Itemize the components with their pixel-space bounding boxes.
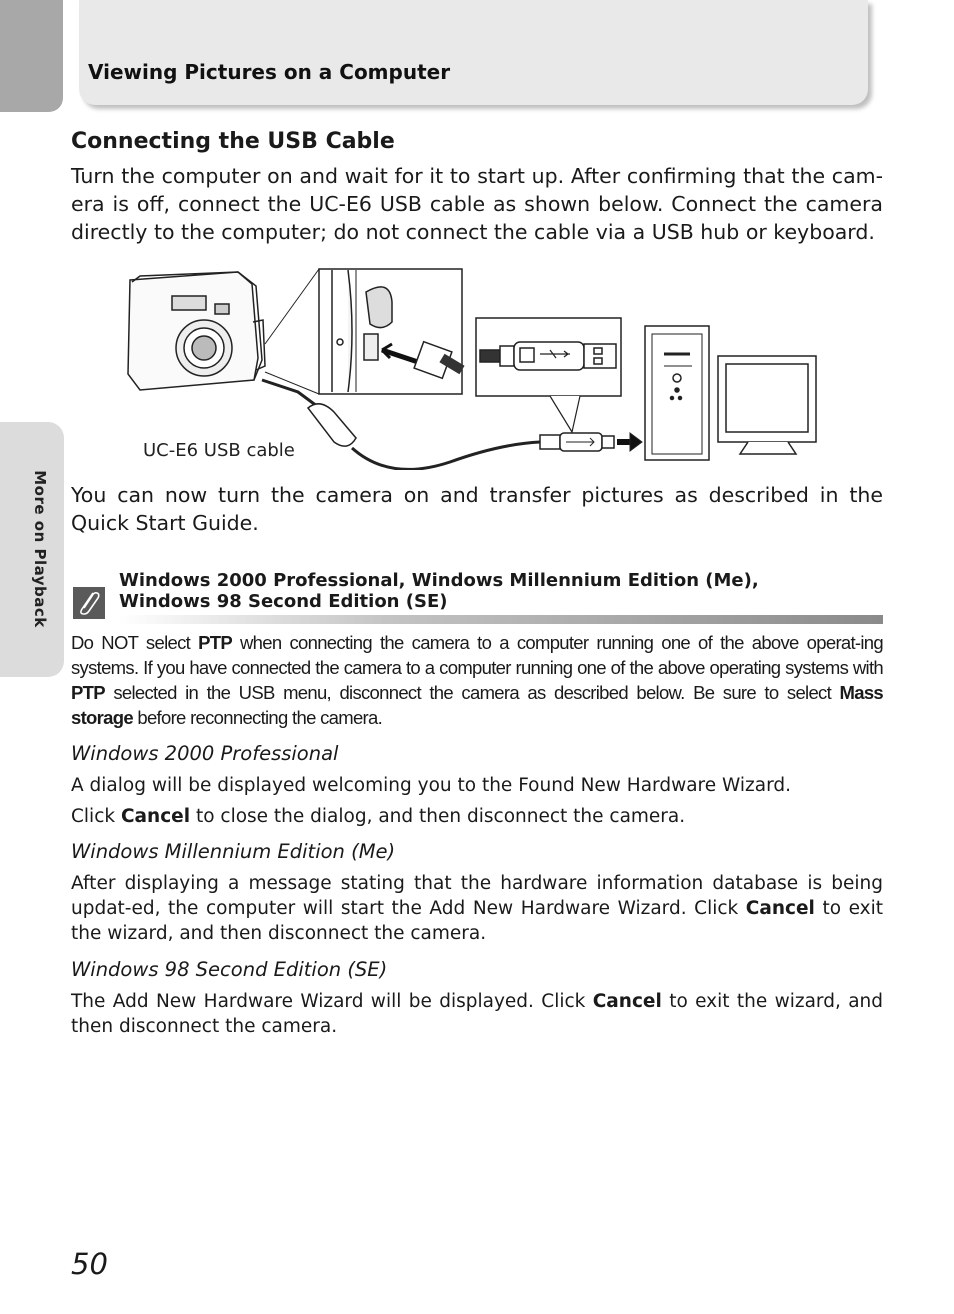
figure-caption: UC-E6 USB cable: [143, 440, 295, 461]
usb-cable: [261, 378, 643, 470]
corner-tab: [0, 0, 63, 112]
note-title-line1: Windows 2000 Professional, Windows Mille…: [119, 570, 759, 591]
after-figure-paragraph: You can now turn the camera on and trans…: [71, 483, 883, 535]
page-number: 50: [71, 1247, 108, 1281]
win98-body: The Add New Hardware Wizard will be disp…: [71, 991, 884, 1037]
computer-tower-icon: [644, 325, 710, 461]
monitor-icon: [717, 355, 817, 455]
note-divider: [119, 615, 883, 624]
section-title: Connecting the USB Cable: [71, 129, 395, 154]
intro-paragraph: Turn the computer on and wait for it to …: [71, 164, 883, 244]
note-title-line2: Windows 98 Second Edition (SE): [119, 591, 448, 612]
win98-heading: Windows 98 Second Edition (SE): [71, 958, 388, 981]
port-closeup: [318, 268, 465, 395]
win2000-line1: A dialog will be displayed welcoming you…: [71, 775, 791, 796]
camera-icon: [127, 271, 266, 391]
winme-body: After displaying a message stating that …: [71, 873, 883, 944]
winme-heading: Windows Millennium Edition (Me): [71, 840, 396, 863]
win2000-line2: Click Cancel to close the dialog, and th…: [71, 806, 686, 827]
note-title: Windows 2000 Professional, Windows Mille…: [119, 570, 759, 612]
side-tab-label: More on Playback: [31, 470, 49, 628]
note-paperclip-icon: [73, 587, 105, 619]
running-header: Viewing Pictures on a Computer: [88, 60, 451, 84]
win2000-heading: Windows 2000 Professional: [71, 742, 339, 765]
usb-connection-illustration: [127, 268, 817, 470]
side-thumb-tab: [0, 422, 64, 677]
usb-plug-closeup: [475, 317, 622, 397]
note-body: Do NOT select PTP when connecting the ca…: [71, 632, 884, 728]
header-band: [79, 0, 868, 105]
